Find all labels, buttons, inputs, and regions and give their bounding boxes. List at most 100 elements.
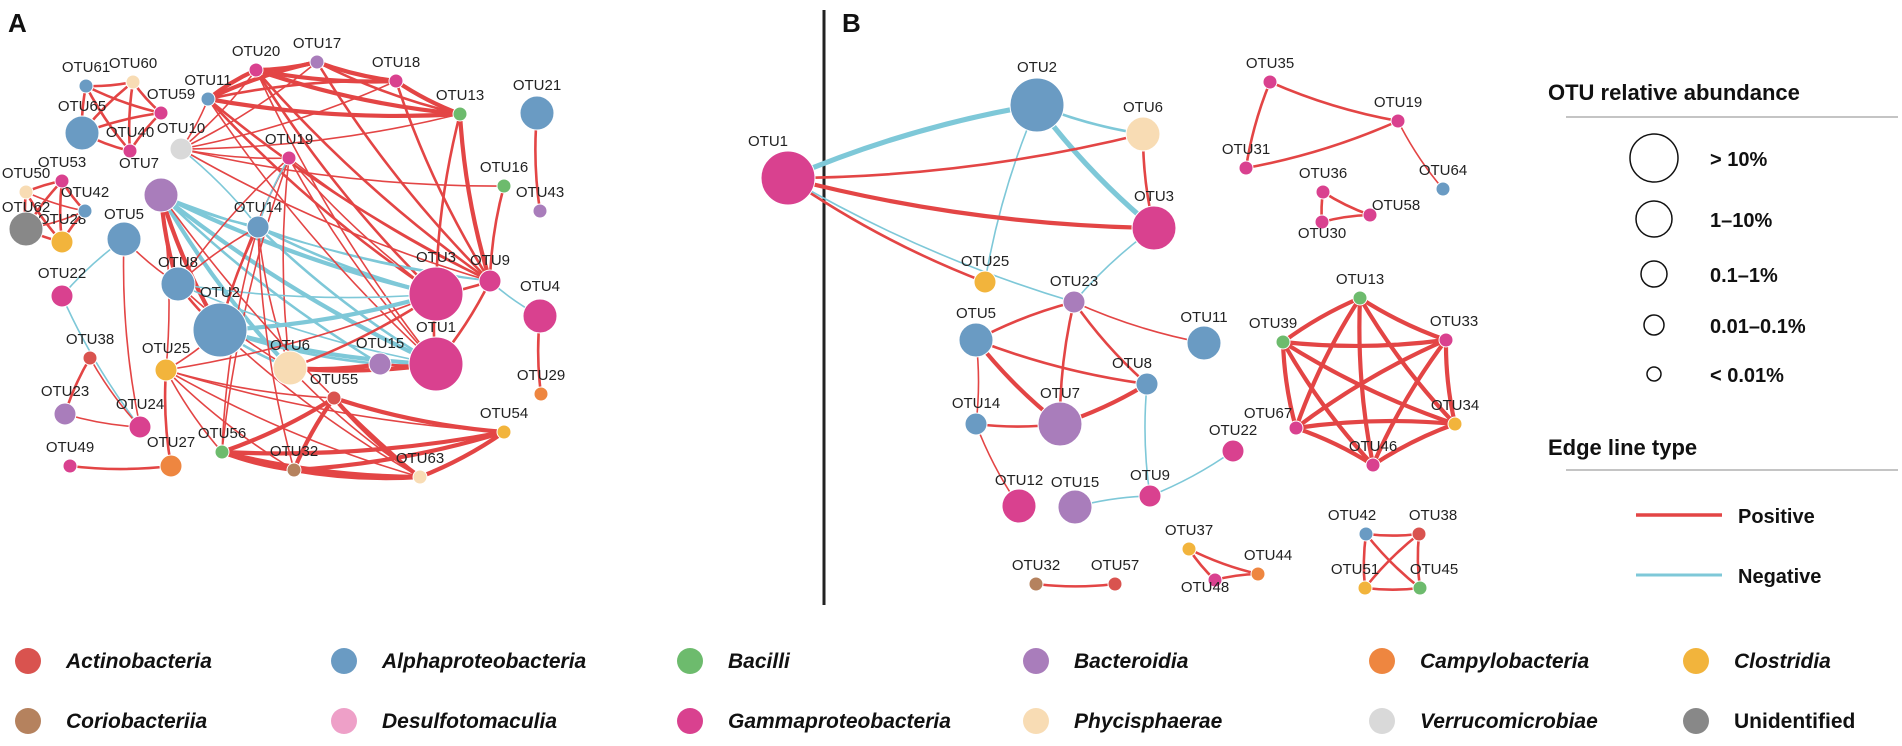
node-label-a-OTU43: OTU43 — [516, 184, 564, 201]
class-legend-label-bacilli: Bacilli — [728, 650, 791, 673]
node-a-OTU61 — [78, 78, 94, 94]
node-a-OTU10 — [169, 137, 193, 161]
size-legend-circle-2 — [1635, 200, 1673, 238]
node-label-b-OTU51: OTU51 — [1331, 561, 1379, 578]
node-label-b-OTU9: OTU9 — [1130, 467, 1170, 484]
node-label-a-OTU42: OTU42 — [61, 184, 109, 201]
node-b-OTU44 — [1250, 566, 1266, 582]
edge-a-OTU6-OTU63 — [289, 367, 421, 478]
node-label-b-OTU64: OTU64 — [1419, 162, 1467, 179]
node-a-OTU3 — [408, 266, 464, 322]
node-label-a-OTU9: OTU9 — [470, 252, 510, 269]
size-legend-circle-5 — [1646, 366, 1662, 382]
node-b-OTU11 — [1186, 325, 1222, 361]
node-label-b-OTU58: OTU58 — [1372, 197, 1420, 214]
node-b-OTU57 — [1107, 576, 1123, 592]
node-b-OTU45 — [1412, 580, 1428, 596]
edge-a-OTU7-OTU1 — [158, 192, 439, 367]
edge-a-OTU22-OTU24 — [61, 295, 141, 428]
node-b-OTU3 — [1131, 205, 1177, 251]
node-label-a-OTU18: OTU18 — [372, 54, 420, 71]
class-legend-swatch-alphaproteobacteria — [331, 648, 357, 674]
node-label-a-OTU62: OTU62 — [2, 199, 50, 216]
node-a-OTU7 — [143, 177, 179, 213]
edge-a-OTU19-OTU1 — [288, 157, 437, 365]
node-label-b-OTU31: OTU31 — [1222, 141, 1270, 158]
node-label-a-OTU56: OTU56 — [198, 425, 246, 442]
node-label-b-OTU14: OTU14 — [952, 395, 1000, 412]
node-b-OTU34 — [1447, 416, 1463, 432]
node-a-OTU27 — [159, 454, 183, 478]
class-legend-label-campylobacteria: Campylobacteria — [1420, 650, 1590, 673]
node-label-b-OTU12: OTU12 — [995, 472, 1043, 489]
node-a-OTU59 — [153, 105, 169, 121]
node-a-OTU16 — [496, 178, 512, 194]
node-a-OTU23 — [53, 402, 77, 426]
edge-b-OTU1-OTU6 — [786, 132, 1145, 180]
class-legend-label-coriobacteriia: Coriobacteriia — [66, 710, 208, 733]
node-label-a-OTU50: OTU50 — [2, 165, 50, 182]
node-a-OTU38 — [82, 350, 98, 366]
panel-label-b: B — [842, 8, 861, 38]
edge-b-OTU33-OTU34 — [1443, 337, 1458, 427]
node-a-OTU65 — [64, 115, 100, 151]
class-legend-swatch-coriobacteriia — [15, 708, 41, 734]
edge-a-OTU17-OTU9 — [315, 60, 492, 283]
node-a-OTU54 — [496, 424, 512, 440]
node-b-OTU36 — [1315, 184, 1331, 200]
node-a-OTU8 — [160, 266, 196, 302]
node-b-OTU12 — [1001, 488, 1037, 524]
edge-a-OTU7-OTU63 — [160, 194, 421, 478]
node-label-b-OTU23: OTU23 — [1050, 273, 1098, 290]
edge-b-OTU35-OTU19 — [1268, 80, 1400, 123]
node-b-OTU14 — [964, 412, 988, 436]
node-a-OTU21 — [519, 95, 555, 131]
edge-a-OTU20-OTU9 — [254, 68, 492, 283]
node-label-a-OTU63: OTU63 — [396, 450, 444, 467]
node-a-OTU29 — [533, 386, 549, 402]
size-legend-circle-3 — [1640, 260, 1668, 288]
class-legend-label-unidentified: Unidentified — [1734, 710, 1855, 733]
node-a-OTU9 — [478, 269, 502, 293]
edge-a-OTU56-OTU55 — [219, 395, 337, 455]
edge-b-OTU35-OTU31 — [1244, 80, 1272, 170]
size-legend-label-4: 0.01–0.1% — [1710, 316, 1806, 338]
size-legend-circle-4 — [1643, 314, 1665, 336]
node-a-OTU14 — [246, 215, 270, 239]
node-label-a-OTU11: OTU11 — [184, 72, 231, 89]
edge-a-OTU20-OTU1 — [255, 69, 437, 365]
edge-b-OTU8-OTU9 — [1144, 383, 1151, 497]
node-b-OTU6 — [1125, 116, 1161, 152]
edge-a-OTU25-OTU32 — [165, 369, 295, 471]
node-a-OTU20 — [248, 62, 264, 78]
edge-a-OTU10-OTU19 — [180, 148, 290, 160]
node-b-OTU37 — [1181, 541, 1197, 557]
node-label-b-OTU48: OTU48 — [1181, 579, 1229, 596]
edge-a-OTU25-OTU63 — [165, 369, 421, 478]
node-a-OTU43 — [532, 203, 548, 219]
node-label-b-OTU19: OTU19 — [1374, 94, 1422, 111]
edge-a-OTU19-OTU6 — [282, 157, 291, 369]
node-b-OTU15 — [1057, 489, 1093, 525]
node-label-a-OTU22: OTU22 — [38, 265, 86, 282]
edge-b-OTU46-OTU67 — [1293, 425, 1376, 468]
node-a-OTU53 — [54, 173, 70, 189]
edge-b-OTU13-OTU67 — [1293, 295, 1363, 431]
node-label-b-OTU67: OTU67 — [1244, 405, 1292, 422]
edge-b-OTU36-OTU58 — [1321, 190, 1372, 217]
edge-a-OTU10-OTU13 — [180, 113, 461, 150]
node-label-a-OTU53: OTU53 — [38, 154, 86, 171]
node-label-a-OTU20: OTU20 — [232, 43, 280, 60]
edge-a-OTU11-OTU13 — [205, 96, 463, 119]
edge-b-OTU51-OTU45 — [1363, 586, 1422, 591]
edge-a-OTU14-OTU10 — [180, 148, 259, 228]
edge-a-OTU10-OTU20 — [180, 69, 257, 150]
node-label-b-OTU8: OTU8 — [1112, 355, 1152, 372]
node-label-a-OTU16: OTU16 — [480, 159, 528, 176]
node-label-b-OTU11: OTU11 — [1180, 309, 1227, 326]
edge-a-OTU10-OTU16 — [180, 148, 505, 187]
node-label-b-OTU33: OTU33 — [1430, 313, 1478, 330]
node-label-a-OTU54: OTU54 — [480, 405, 528, 422]
size-legend-circle-1 — [1629, 133, 1679, 183]
